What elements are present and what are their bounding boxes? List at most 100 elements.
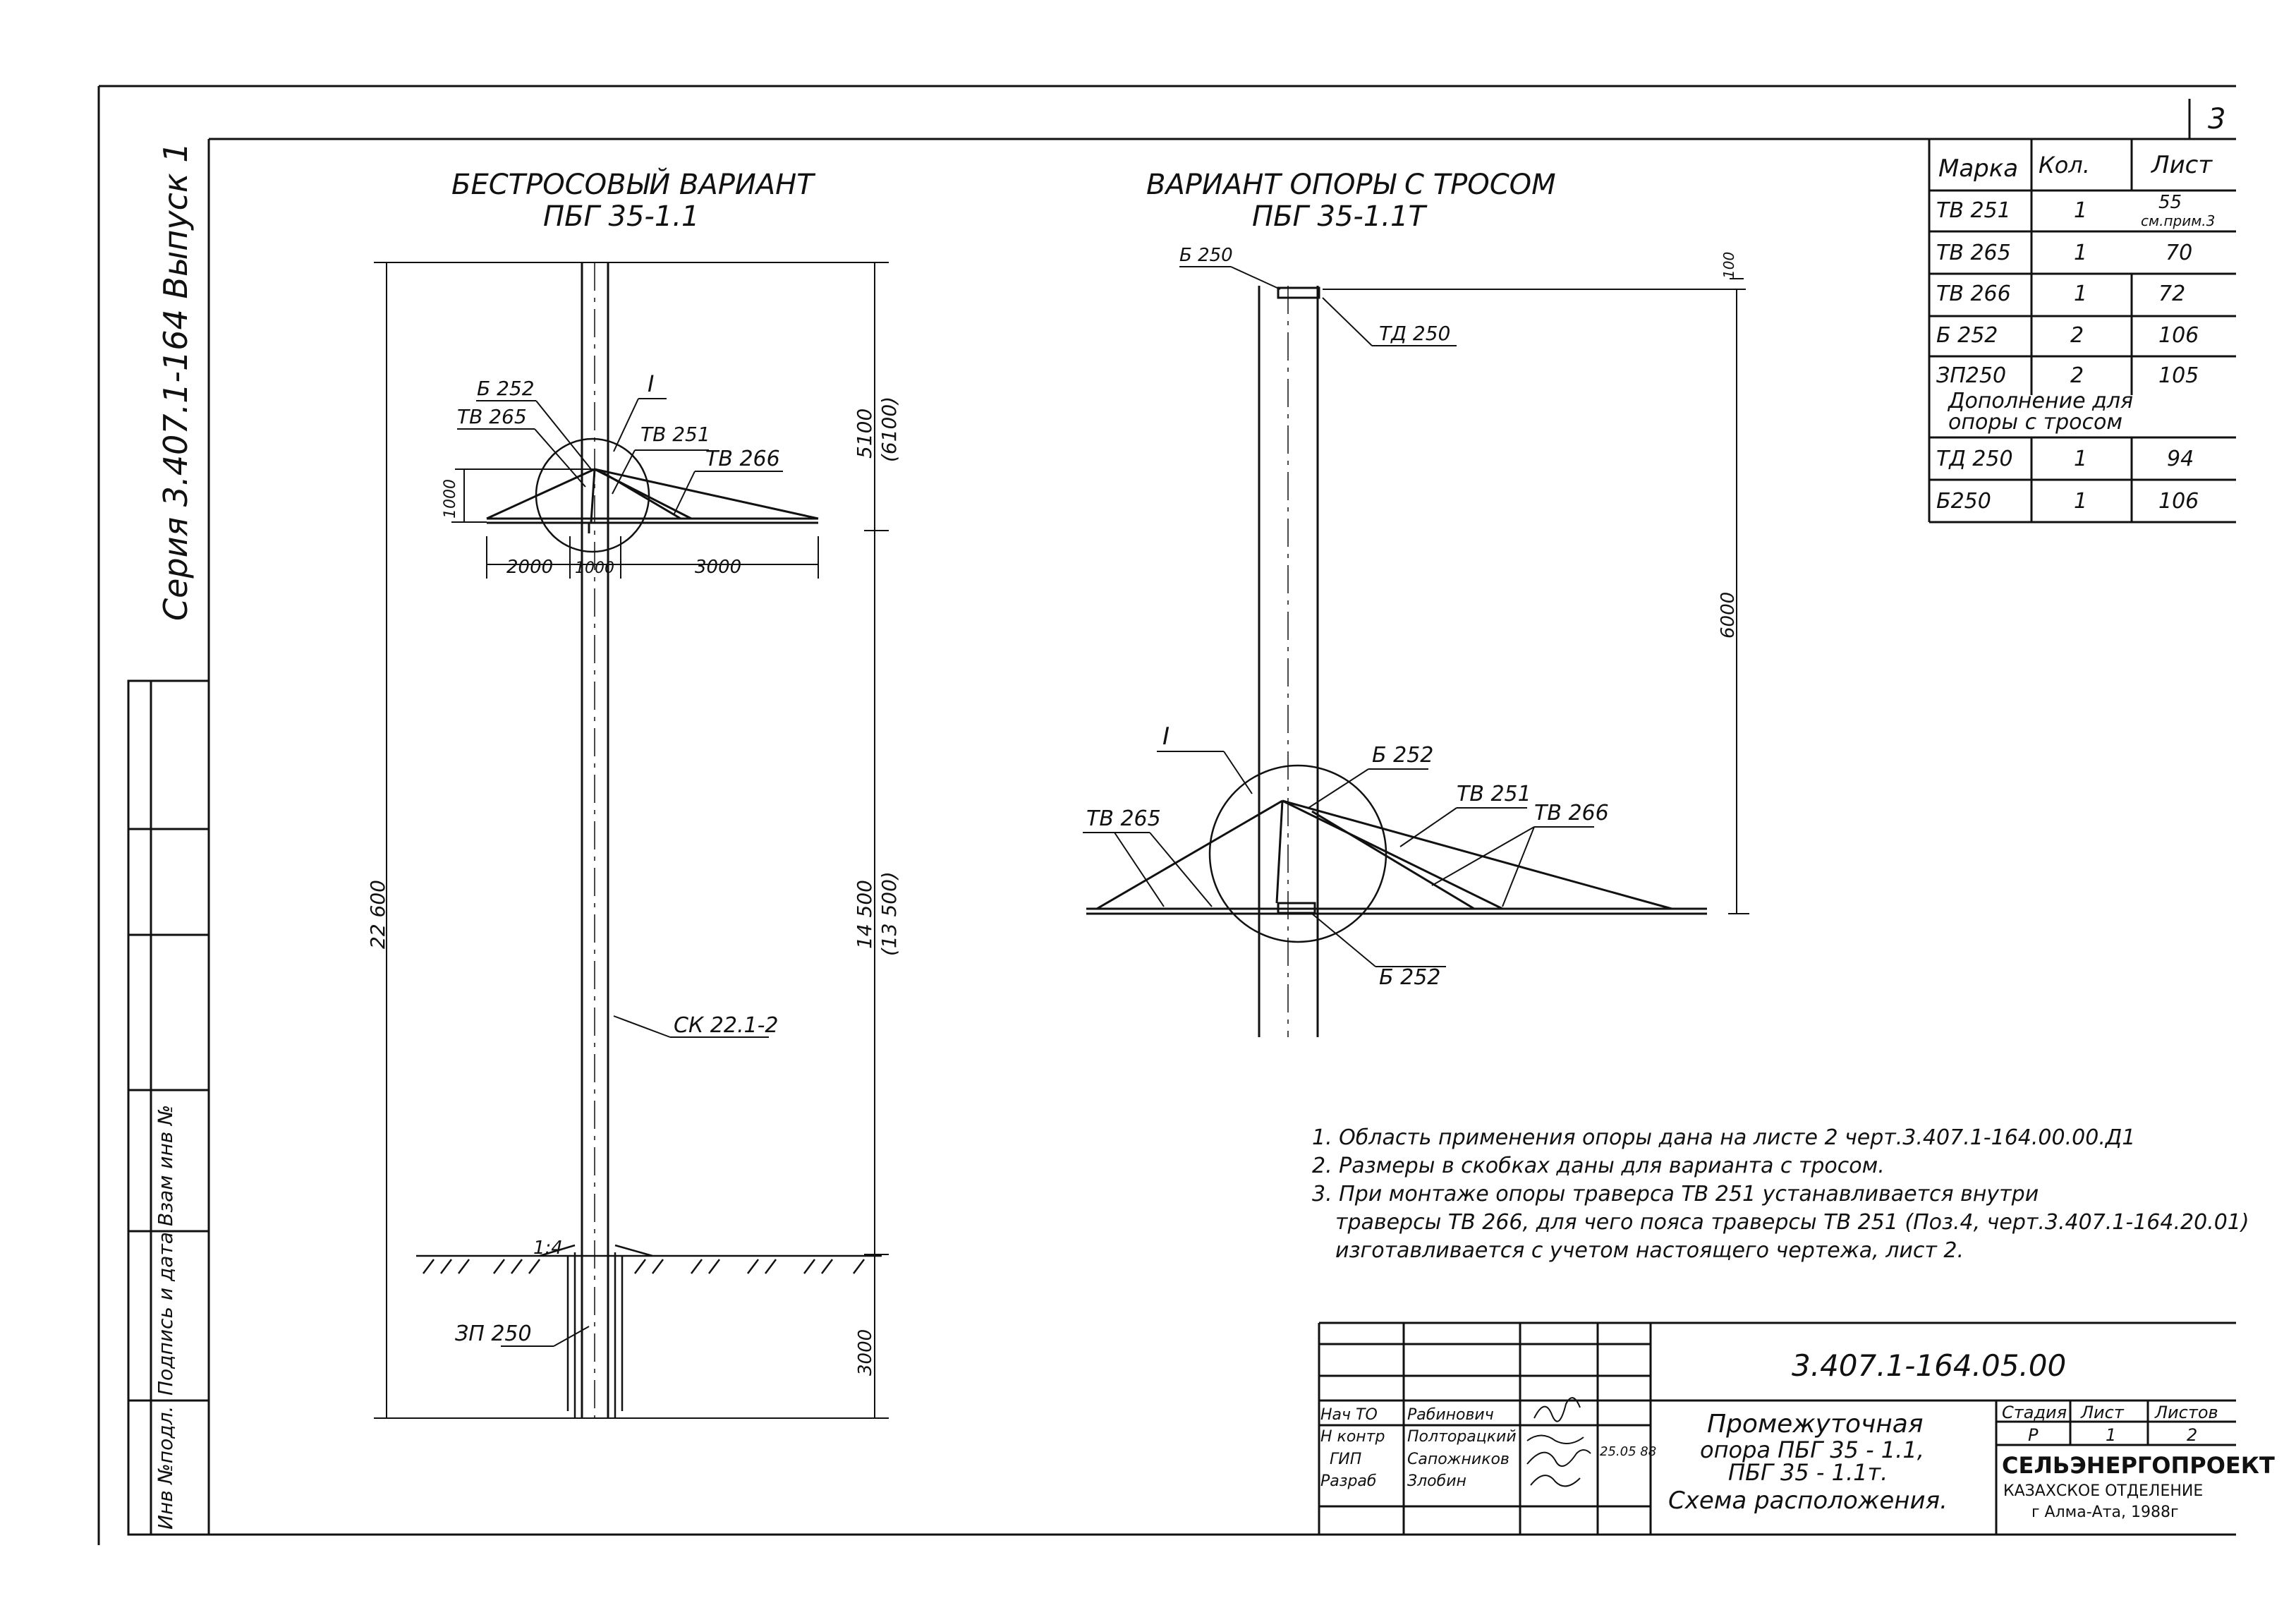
left-view-subtitle: ПБГ 35-1.1 [543, 200, 699, 233]
spec-section-line2: опоры с тросом [1948, 410, 2122, 435]
tb-role-4: Разраб [1320, 1472, 1376, 1490]
tb-name-2: Полторацкий [1407, 1428, 1517, 1446]
spec-r6-sheet: 94 [2167, 447, 2194, 471]
left-dim-14500: 14 500 [853, 880, 876, 949]
spec-header-sheet: Лист [2150, 151, 2213, 179]
spec-r7-sheet: 106 [2158, 489, 2199, 514]
left-view-title: БЕСТРОСОВЫЙ ВАРИАНТ [451, 167, 816, 201]
right-label-b252-bottom: Б 252 [1379, 965, 1440, 990]
tb-signatures [1526, 1397, 1591, 1487]
spec-r6-qty: 1 [2074, 447, 2087, 471]
right-label-td250: ТД 250 [1379, 322, 1450, 345]
left-stamp [127, 679, 210, 1536]
tb-sheets-value: 2 [2187, 1425, 2197, 1445]
stamp-replace-label: Взам инв № [154, 1105, 177, 1226]
spec-r4-qty: 2 [2070, 323, 2084, 348]
left-label-tb251: ТВ 251 [640, 423, 710, 446]
tb-role-1: Нач ТО [1320, 1406, 1378, 1424]
tb-sheets-header: Листов [2154, 1403, 2218, 1422]
right-view-subtitle: ПБГ 35-1.1Т [1252, 200, 1428, 233]
spec-section-line1: Дополнение для [1947, 389, 2133, 413]
spec-r3-qty: 1 [2074, 282, 2087, 306]
spec-r2-qty: 1 [2074, 241, 2087, 265]
tb-date: 25.05 88 [1600, 1444, 1656, 1459]
tb-desc-3: ПБГ 35 - 1.1т. [1728, 1459, 1888, 1486]
page-number: 3 [2208, 103, 2225, 135]
left-label-ck: СК 22.1-2 [674, 1013, 779, 1038]
tb-org-branch: КАЗАХСКОЕ ОТДЕЛЕНИЕ [2003, 1482, 2203, 1500]
right-pole [1258, 286, 1320, 1037]
left-dim-3000-vertical: 3000 [855, 1329, 876, 1376]
spec-r6-mark: ТД 250 [1936, 447, 2013, 471]
left-dimensions [374, 262, 889, 1419]
spec-r1-note: см.прим.3 [2141, 212, 2215, 229]
note-3-line3: изготавливается с учетом настоящего черт… [1335, 1238, 1964, 1263]
spec-r2-mark: ТВ 265 [1936, 241, 2011, 265]
right-dim-100: 100 [1720, 252, 1737, 279]
tb-stage-header: Стадия [2002, 1403, 2067, 1422]
spec-r1-qty: 1 [2074, 198, 2087, 223]
right-label-node: I [1162, 722, 1170, 751]
left-dim-5100: 5100 [853, 409, 876, 459]
tb-name-3: Сапожников [1407, 1451, 1510, 1468]
left-dim-13500: (13 500) [877, 871, 901, 956]
tb-desc-1: Промежуточная [1707, 1410, 1924, 1439]
series-label: Серия 3.407.1-164 Выпуск 1 [157, 142, 195, 621]
left-dim-3000-horizontal: 3000 [695, 557, 741, 578]
left-dim-2000: 2000 [506, 557, 553, 578]
tb-role-3: ГИП [1330, 1451, 1361, 1468]
spec-r7-qty: 1 [2074, 489, 2087, 514]
note-3: 3. При монтаже опоры траверса ТВ 251 уст… [1312, 1182, 2039, 1206]
left-label-zp250: ЗП 250 [455, 1321, 532, 1346]
left-label-node: I [648, 370, 654, 397]
right-leaders [1083, 266, 1749, 967]
left-dim-1000-vertical: 1000 [442, 479, 459, 519]
right-label-tb251: ТВ 251 [1457, 782, 1531, 806]
tb-name-1: Рабинович [1407, 1406, 1494, 1424]
title-block-grid [1318, 1321, 2236, 1535]
left-dim-22600: 22 600 [366, 880, 389, 949]
spec-header-mark: Марка [1938, 155, 2018, 183]
spec-r3-sheet: 72 [2158, 282, 2185, 306]
right-label-b252-top: Б 252 [1372, 743, 1433, 768]
spec-r5-sheet: 105 [2158, 363, 2199, 388]
tb-role-2: Н контр [1320, 1428, 1385, 1446]
left-label-b252: Б 252 [477, 377, 535, 400]
right-dim-6000: 6000 [1718, 592, 1739, 639]
spec-r4-sheet: 106 [2158, 323, 2199, 348]
note-3-line2: траверсы ТВ 266, для чего пояса траверсы… [1335, 1210, 2249, 1235]
left-ground [416, 1244, 882, 1418]
left-leaders [457, 398, 783, 1347]
spec-r4-mark: Б 252 [1936, 323, 1998, 348]
spec-r5-qty: 2 [2070, 363, 2084, 388]
left-label-tb266: ТВ 266 [705, 447, 780, 471]
stamp-inv-label: Инв №подл. [154, 1406, 177, 1530]
left-node-I-circle [535, 437, 650, 553]
tb-stage-value: Р [2028, 1425, 2039, 1445]
title-block-code: 3.407.1-164.05.00 [1792, 1348, 2066, 1383]
right-label-tb266: ТВ 266 [1534, 801, 1609, 825]
spec-table-grid [1928, 139, 2236, 524]
right-node-I-circle [1208, 764, 1387, 943]
spec-r5-mark: ЗП250 [1936, 363, 2006, 388]
left-pole [581, 262, 609, 1418]
tb-org-name: СЕЛЬЭНЕРГОПРОЕКТ [2002, 1452, 2275, 1479]
right-crossarm [1086, 799, 1707, 915]
spec-r2-sheet: 70 [2166, 241, 2192, 265]
tb-desc-2: опора ПБГ 35 - 1.1, [1700, 1436, 1924, 1463]
tb-desc-4: Схема расположения. [1668, 1487, 1948, 1515]
spec-header-qty: Кол. [2039, 152, 2090, 179]
spec-r3-mark: ТВ 266 [1936, 282, 2011, 306]
tb-org-city: г Алма-Ата, 1988г [2031, 1504, 2179, 1521]
sheet-frame [97, 85, 2236, 1545]
tb-name-4: Злобин [1407, 1472, 1466, 1490]
spec-r1-sheet: 55 [2158, 192, 2182, 213]
note-1: 1. Область применения опоры дана на лист… [1312, 1125, 2135, 1150]
spec-r1-mark: ТВ 251 [1936, 198, 2011, 223]
left-label-tb265: ТВ 265 [457, 405, 527, 428]
stamp-signature-label: Подпись и дата [154, 1232, 177, 1396]
right-label-tb265: ТВ 265 [1086, 806, 1161, 831]
tb-sheet-header: Лист [2080, 1403, 2125, 1422]
tb-sheet-value: 1 [2106, 1425, 2116, 1445]
